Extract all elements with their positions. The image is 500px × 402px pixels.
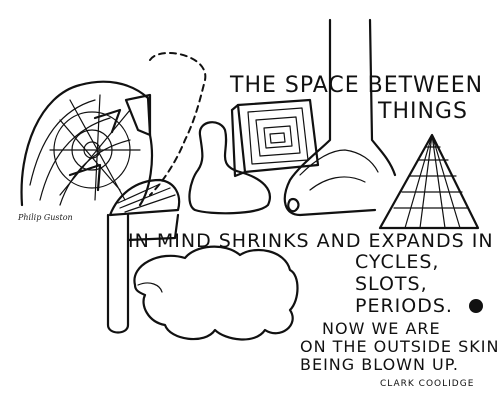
poem-line-5: SLOTS, [355, 273, 428, 295]
poem-line-9: BEING BLOWN UP. [300, 355, 459, 374]
box-icon [230, 98, 320, 178]
signature: Philip Guston [17, 213, 73, 222]
poem-line-3: IN MIND SHRINKS AND EXPANDS IN [128, 230, 494, 252]
hand-icon [188, 121, 271, 215]
robe-shape [283, 18, 397, 217]
dot-icon [469, 299, 483, 313]
bottle-icon [106, 178, 181, 334]
dashed-outline [149, 51, 207, 196]
pyramid-icon [378, 133, 480, 230]
poem-line-8: ON THE OUTSIDE SKIN, [300, 337, 500, 356]
poem: THE SPACE BETWEEN THINGS IN MIND SHRINKS… [128, 73, 500, 389]
wheel-icon [20, 80, 154, 207]
poem-line-7: NOW WE ARE [322, 319, 441, 338]
poem-line-6: PERIODS. [355, 295, 453, 317]
author-name: CLARK COOLIDGE [380, 379, 474, 389]
cloud-shape [133, 245, 299, 341]
poem-line-1: THE SPACE BETWEEN [229, 73, 483, 98]
poem-line-4: CYCLES, [355, 251, 439, 273]
poem-line-2: THINGS [377, 99, 468, 124]
